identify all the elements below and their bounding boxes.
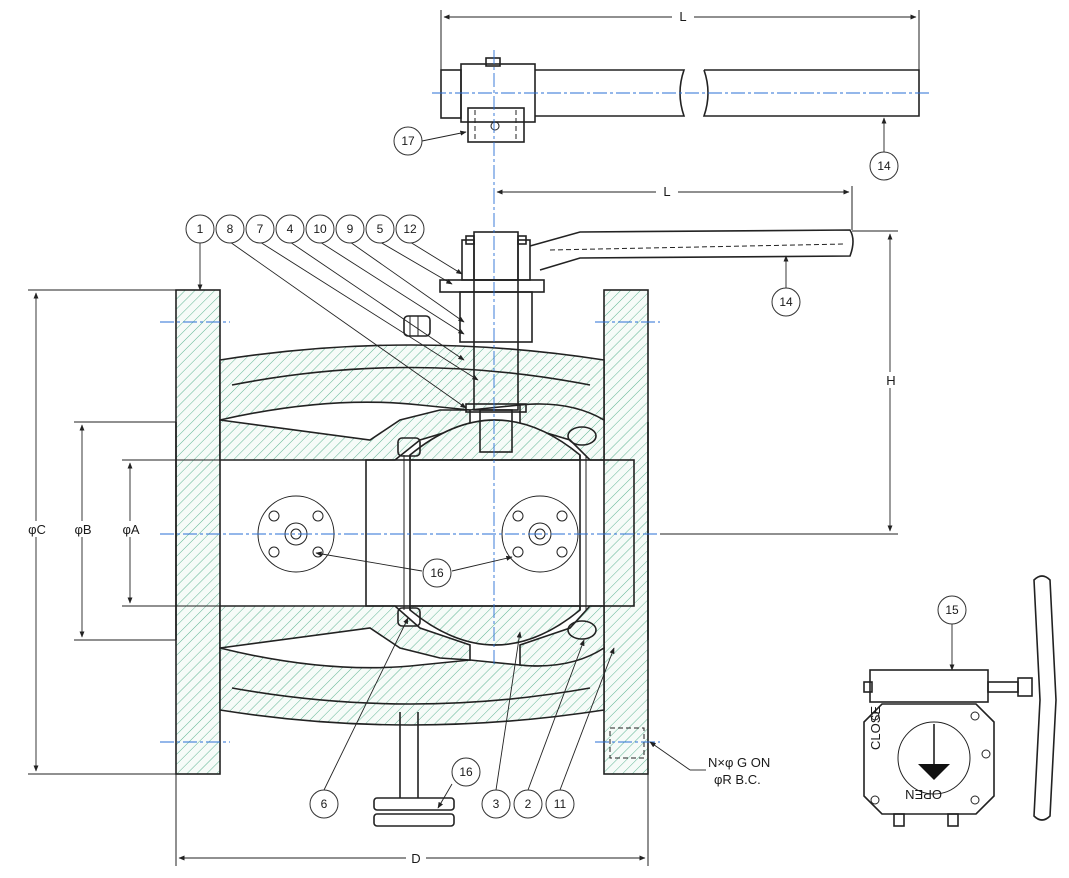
callout-3: 3 (481, 789, 511, 819)
callout-14-top: 14 (869, 151, 899, 181)
leader-lines (197, 117, 955, 809)
callout-12: 12 (395, 214, 425, 244)
callout-17-label: 17 (401, 134, 415, 148)
mid-length-label: L (663, 184, 670, 199)
callout-16-drain-label: 16 (459, 765, 473, 779)
callout-11-label: 11 (554, 797, 567, 811)
callout-6: 6 (309, 789, 339, 819)
callout-2-label: 2 (525, 797, 532, 811)
callout-6-label: 6 (321, 797, 328, 811)
diameter-dimensions: φC φB φA (24, 289, 366, 775)
callout-16-port: 16 (422, 558, 452, 588)
dia-b-label: φB (74, 522, 91, 537)
callout-14-mid: 14 (771, 287, 801, 317)
callout-5-label: 5 (377, 222, 384, 236)
callout-8: 8 (215, 214, 245, 244)
bolt-note-line2: φR B.C. (714, 772, 761, 787)
callout-9-label: 9 (347, 222, 354, 236)
callout-4: 4 (275, 214, 305, 244)
top-length-dimension: L (440, 8, 920, 70)
dial-close-label: CLOSE (868, 706, 883, 750)
callout-14-top-label: 14 (877, 159, 891, 173)
face-to-face-dimension: D (175, 774, 649, 866)
face-to-face-label: D (411, 851, 420, 866)
callout-15-label: 15 (945, 603, 959, 617)
gear-operator: CLOSE OPEN (863, 575, 1057, 827)
callout-16-drain: 16 (451, 757, 481, 787)
callout-3-label: 3 (493, 797, 500, 811)
mid-length-dimension: L (496, 183, 853, 230)
callout-7: 7 (245, 214, 275, 244)
bolt-note-line1: N×φ G ON (708, 755, 770, 770)
callout-9: 9 (335, 214, 365, 244)
dial-open-label: OPEN (905, 787, 942, 802)
bolt-note: N×φ G ON φR B.C. (649, 741, 770, 787)
callout-15: 15 (937, 595, 967, 625)
callout-2: 2 (513, 789, 543, 819)
height-label: H (886, 373, 895, 388)
callout-12-label: 12 (403, 222, 417, 236)
centerlines (160, 190, 670, 743)
callout-16-port-label: 16 (430, 566, 444, 580)
flange-bolt (609, 727, 645, 759)
callout-5: 5 (365, 214, 395, 244)
dia-c-label: φC (28, 522, 46, 537)
callout-10-label: 10 (313, 222, 327, 236)
callout-1: 1 (185, 214, 215, 244)
callout-7-label: 7 (257, 222, 264, 236)
top-length-label: L (679, 9, 686, 24)
callout-11: 11 (545, 789, 575, 819)
callout-17: 17 (393, 126, 423, 156)
height-dimension: H (660, 230, 900, 535)
callout-10: 10 (305, 214, 335, 244)
valve-body (175, 289, 649, 775)
dia-a-label: φA (122, 522, 139, 537)
callout-14-mid-label: 14 (779, 295, 793, 309)
top-lever-detail (432, 50, 932, 190)
callout-8-label: 8 (227, 222, 234, 236)
mid-lever (529, 229, 854, 271)
drain-plug (373, 712, 455, 827)
callout-1-label: 1 (197, 222, 204, 236)
callout-4-label: 4 (287, 222, 294, 236)
